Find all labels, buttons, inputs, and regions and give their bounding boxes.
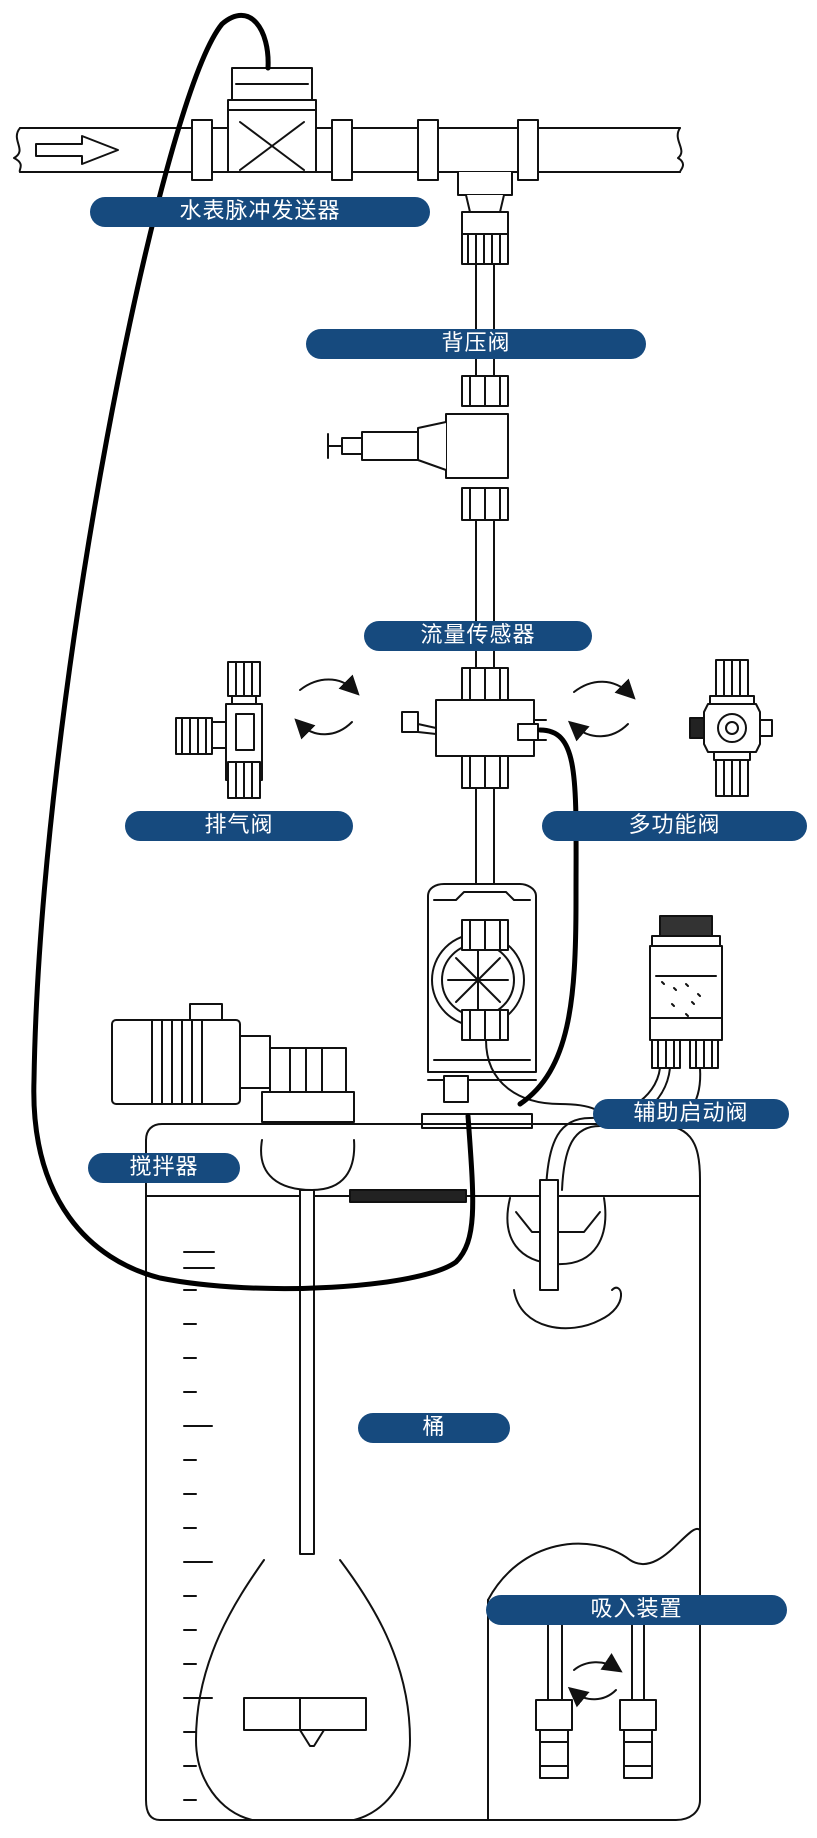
label-tank: 桶: [358, 1413, 510, 1443]
tank: [145, 1123, 701, 1821]
flow-sensor: [401, 667, 547, 789]
label-suction-device: 吸入装置: [486, 1595, 787, 1625]
flow-sensor-cable: [517, 727, 579, 1107]
multifunction-valve: [689, 659, 773, 797]
swap-arrow-vent-bottom: [294, 718, 353, 740]
label-multifunction-valve: 多功能阀: [542, 811, 807, 841]
main-pipe: [13, 119, 685, 181]
swap-arrow-multi-bottom: [567, 720, 629, 742]
back-pressure-valve: [327, 375, 509, 521]
label-mixer: 搅拌器: [88, 1153, 240, 1183]
vent-valve: [175, 661, 263, 799]
dosing-pump: [421, 883, 537, 1129]
label-vent-valve: 排气阀: [125, 811, 353, 841]
label-back-pressure-valve: 背压阀: [306, 329, 646, 359]
aux-priming-valve: [485, 915, 723, 1191]
swap-arrow-multi-top: [573, 678, 636, 700]
discharge-tube: [475, 263, 495, 931]
swap-arrow-vent-top: [299, 674, 360, 696]
flow-direction-arrow: [35, 135, 119, 165]
mixer: [111, 1003, 411, 1821]
pulse-cable: [31, 12, 476, 1292]
water-meter: [227, 67, 317, 173]
label-water-meter: 水表脉冲发送器: [90, 197, 430, 227]
label-flow-sensor: 流量传感器: [364, 621, 592, 651]
suction-device: [487, 1527, 701, 1821]
injection-point: [457, 171, 513, 265]
label-aux-priming-valve: 辅助启动阀: [593, 1099, 789, 1129]
